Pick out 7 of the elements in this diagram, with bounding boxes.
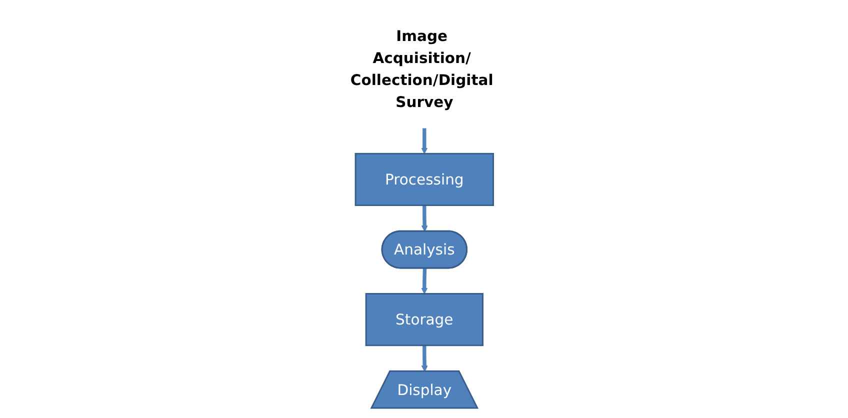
node-text: Image Acquisition/ Collection/Digital Survey (350, 26, 493, 111)
arrow (420, 128, 428, 154)
arrow (420, 268, 428, 294)
node-box: Processing (354, 152, 494, 206)
arrow (420, 205, 428, 232)
arrow (420, 345, 428, 372)
node-box: Storage (364, 293, 484, 346)
